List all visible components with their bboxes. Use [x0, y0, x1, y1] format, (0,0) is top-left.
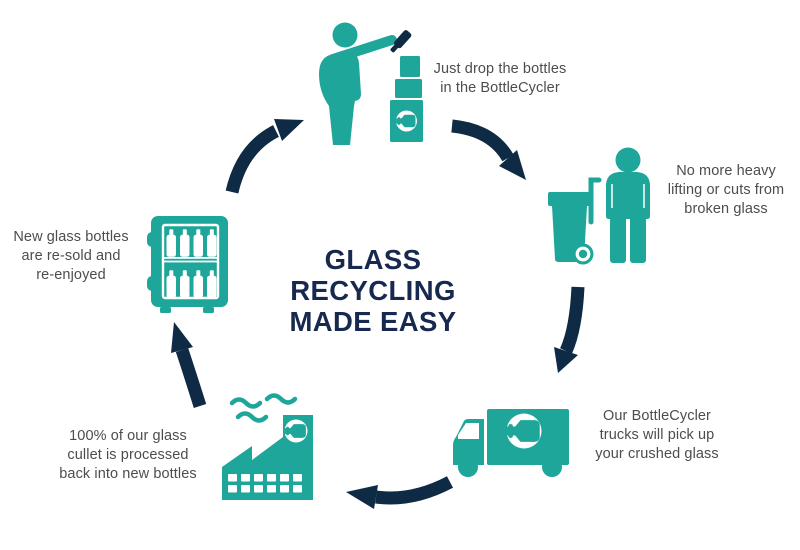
- glass-factory-icon: [222, 393, 313, 500]
- glass-bottles-icon: [166, 229, 217, 298]
- title-line: GLASS: [324, 244, 422, 275]
- truck-wheel-icon: [458, 457, 478, 477]
- person-with-wheeled-bin-icon: [548, 147, 650, 265]
- cycle-arrow-up-right-icon: [225, 119, 304, 194]
- truck-window: [458, 423, 479, 439]
- cycle-arrow-up-icon: [171, 322, 207, 408]
- cycle-arrow-down-icon: [554, 286, 585, 373]
- bottle-fridge-icon: [147, 216, 228, 313]
- caption-drop: Just drop the bottles in the BottleCycle…: [433, 61, 567, 96]
- glass-bottle-icon: [390, 30, 412, 53]
- smoke-icon: [229, 393, 298, 423]
- bin-wheel-icon: [572, 243, 594, 265]
- caption-fridge: New glass bottles are re-sold and re-enj…: [13, 229, 129, 283]
- page-title: GLASS RECYCLING MADE EASY: [261, 244, 485, 337]
- person-dropping-bottle-icon: [319, 22, 423, 145]
- caption-factory: 100% of our glass cullet is processed ba…: [59, 428, 197, 482]
- cycle-arrow-left-icon: [346, 476, 454, 509]
- caption-truck: Our BottleCycler trucks will pick up you…: [595, 408, 719, 462]
- factory-windows: [228, 474, 302, 493]
- bottlecycler-truck-icon: [453, 409, 569, 477]
- cycle-arrow-down-right-icon: [451, 119, 526, 180]
- title-line: MADE EASY: [289, 306, 457, 337]
- title-line: RECYCLING: [290, 275, 456, 306]
- caption-bin: No more heavy lifting or cuts from broke…: [667, 163, 785, 217]
- truck-wheel-icon: [542, 457, 562, 477]
